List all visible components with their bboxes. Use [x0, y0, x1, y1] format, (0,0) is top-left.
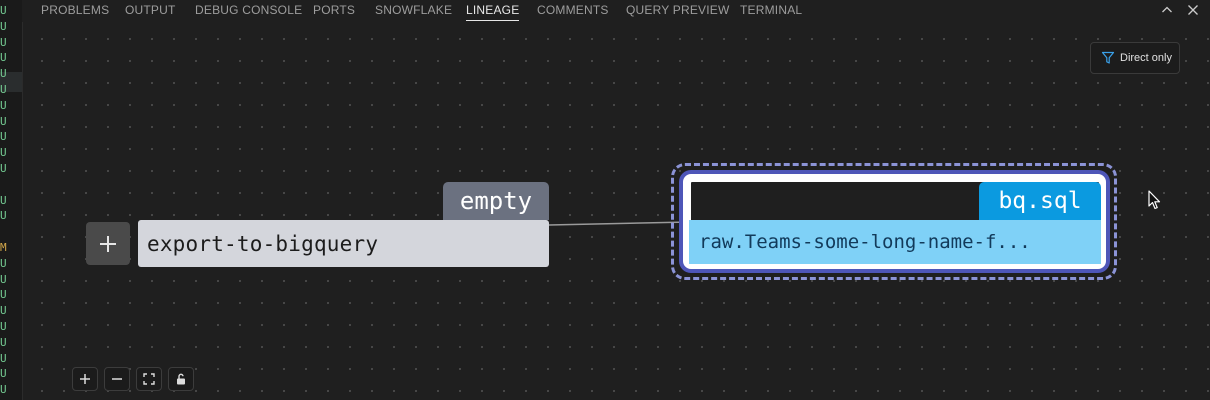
gutter-highlight — [0, 72, 22, 92]
minus-icon — [110, 372, 124, 386]
target-node-badge: bq.sql — [979, 182, 1101, 220]
chevron-up-icon[interactable] — [1158, 1, 1176, 19]
gutter-status-mark: U — [0, 51, 7, 65]
plus-icon — [78, 372, 92, 386]
gutter-status-mark: U — [0, 304, 7, 318]
tab-ports[interactable]: PORTS — [313, 3, 356, 17]
tab-output[interactable]: OUTPUT — [125, 3, 176, 17]
gutter-status-mark: U — [0, 320, 7, 333]
filter-button-label: Direct only — [1120, 52, 1172, 64]
gutter-status-mark: U — [0, 4, 7, 17]
gutter-status-mark: M — [0, 241, 7, 254]
tab-terminal[interactable]: TERMINAL — [740, 3, 803, 17]
gutter-status-mark: U — [0, 193, 7, 207]
gutter-status-mark: U — [0, 130, 7, 144]
fit-view-button[interactable] — [136, 367, 162, 391]
source-node-badge: empty — [443, 182, 549, 220]
source-node-badge-text: empty — [459, 187, 533, 215]
gutter-status-mark: U — [0, 114, 7, 128]
tab-query-preview[interactable]: QUERY PREVIEW — [626, 3, 730, 17]
zoom-in-button[interactable] — [72, 367, 98, 391]
gutter-status-mark: U — [0, 367, 7, 381]
plus-icon — [98, 234, 118, 254]
gutter-status-mark: U — [0, 162, 7, 175]
gutter-status-mark: U — [0, 146, 7, 160]
gutter-status-mark: U — [0, 67, 7, 81]
tab-lineage[interactable]: LINEAGE — [466, 3, 520, 21]
panel-tab-bar: PROBLEMS OUTPUT DEBUG CONSOLE PORTS SNOW… — [22, 0, 1210, 22]
close-icon[interactable] — [1184, 1, 1202, 19]
toggle-lock-button[interactable] — [168, 367, 194, 391]
gutter-status-mark: U — [0, 83, 7, 96]
gutter-status-mark: U — [0, 288, 7, 302]
gutter-status-mark — [0, 225, 8, 239]
target-node-label-box[interactable]: raw.Teams-some-long-name-f... — [689, 220, 1101, 264]
tab-snowflake[interactable]: SNOWFLAKE — [375, 3, 453, 17]
gutter-status-mark: U — [0, 351, 7, 365]
gutter-status-mark: U — [0, 209, 7, 223]
selection-outline — [671, 163, 1117, 280]
unlock-icon — [174, 372, 188, 386]
source-node-label: export-to-bigquery — [147, 231, 379, 256]
gutter-status-mark: U — [0, 35, 7, 49]
tab-comments[interactable]: COMMENTS — [537, 3, 609, 17]
source-node[interactable]: export-to-bigquery — [138, 220, 549, 267]
fit-view-icon — [142, 372, 156, 386]
mouse-cursor-icon — [1148, 190, 1162, 210]
target-node-badge-text: bq.sql — [998, 188, 1082, 214]
target-node-label: raw.Teams-some-long-name-f... — [699, 231, 1031, 253]
gutter-status-mark: U — [0, 98, 7, 112]
filter-icon — [1101, 51, 1115, 65]
tab-debug-console[interactable]: DEBUG CONSOLE — [195, 3, 303, 17]
gutter-status-mark: U — [0, 19, 7, 33]
tab-problems[interactable]: PROBLEMS — [41, 3, 110, 17]
direct-only-filter-button[interactable]: Direct only — [1090, 42, 1180, 74]
zoom-out-button[interactable] — [104, 367, 130, 391]
gutter-status-mark — [0, 178, 8, 192]
gutter-status-mark: U — [0, 383, 7, 397]
expand-upstream-button[interactable] — [86, 222, 130, 265]
gutter-status-mark: U — [0, 335, 7, 349]
gutter-status-mark: U — [0, 256, 7, 270]
gutter-status-mark: U — [0, 272, 7, 286]
